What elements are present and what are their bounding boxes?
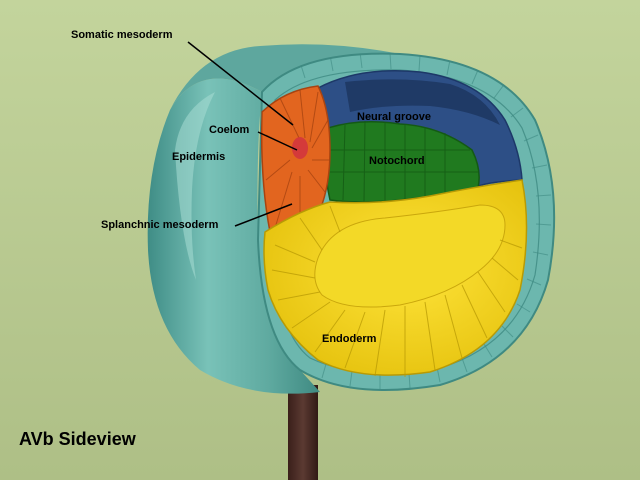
label-epidermis: Epidermis — [172, 151, 226, 163]
label-splanchnic-mesoderm: Splanchnic mesoderm — [101, 219, 219, 231]
label-notochord: Notochord — [369, 155, 425, 167]
label-coelom: Coelom — [209, 124, 250, 136]
cylinder-highlight — [175, 92, 215, 280]
label-endoderm: Endoderm — [322, 333, 377, 345]
endoderm-lumen — [314, 204, 506, 308]
leader-splanchnic-mesoderm — [234, 203, 293, 227]
leader-coelom — [257, 131, 298, 151]
image-caption: AVb Sideview — [19, 429, 136, 449]
neural-groove-channel — [345, 79, 500, 125]
leader-somatic-mesoderm — [187, 41, 294, 126]
label-neural-groove: Neural groove — [357, 111, 431, 123]
cylinder-top-rim — [170, 44, 400, 111]
label-somatic-mesoderm: Somatic mesoderm — [71, 29, 173, 41]
coelom-cavity — [292, 137, 308, 159]
stand-post — [288, 385, 318, 480]
